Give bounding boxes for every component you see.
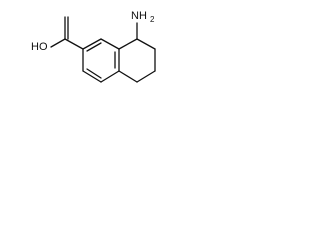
bond-saturated-5 — [118, 70, 138, 83]
bond-aromatic-1 — [82, 38, 102, 50]
chemical-structure: HO NH 2 — [31, 10, 156, 83]
bond-saturated-1 — [118, 38, 138, 50]
bond-saturated-2 — [136, 38, 156, 50]
bond-ring-to-carboxyl — [64, 38, 84, 50]
saturated-ring — [118, 38, 156, 83]
amino-group: NH 2 — [131, 10, 155, 40]
aromatic-ring — [82, 38, 120, 83]
bond-aromatic-4 — [100, 70, 120, 83]
amino-label: NH 2 — [131, 10, 155, 24]
bond-aromatic-5-inner — [86, 68, 102, 79]
bond-carboxyl-hydroxyl — [50, 38, 66, 48]
amino-main-label: NH — [131, 10, 147, 22]
bond-saturated-4 — [136, 70, 156, 83]
bond-aromatic-2 — [100, 38, 120, 50]
hydroxyl-label: HO — [31, 41, 48, 53]
carboxylic-acid-group: HO — [31, 16, 84, 53]
amino-subscript-label: 2 — [150, 15, 155, 24]
bond-aromatic-5 — [82, 70, 102, 83]
bond-aromatic-1-inner — [86, 42, 102, 52]
